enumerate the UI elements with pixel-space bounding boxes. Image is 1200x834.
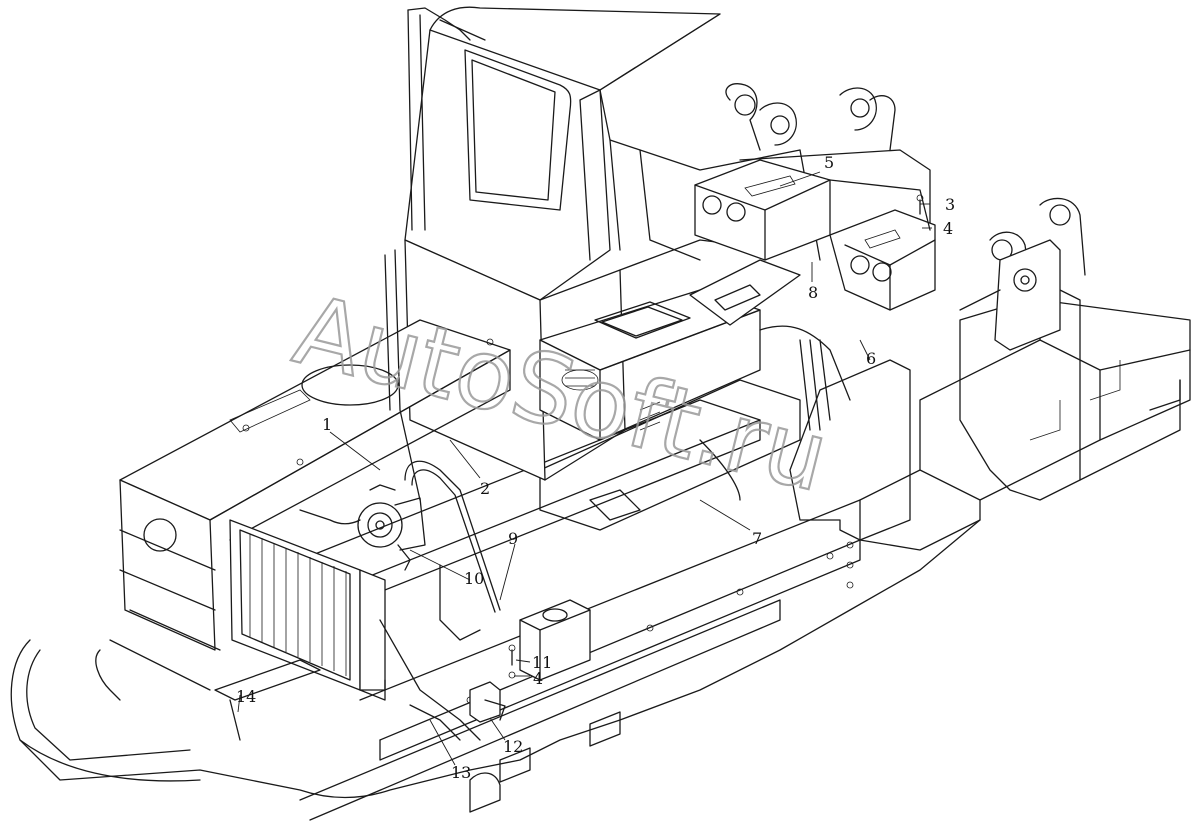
boom-mounts: [725, 83, 1086, 351]
callout-11: 11: [532, 653, 552, 672]
callout-2: 2: [480, 479, 490, 498]
piping: [299, 249, 851, 741]
callouts: 1 2 3 4 4 5 6 7 8 9 10 11 12 13 14: [236, 153, 955, 782]
hydraulic-units: [694, 159, 936, 311]
callout-7: 7: [752, 529, 762, 548]
callout-3: 3: [945, 195, 955, 214]
callout-4-lower: 4: [533, 669, 543, 688]
control-console: [539, 289, 761, 441]
lower-components: [214, 599, 591, 741]
compressor-unit: [357, 484, 426, 571]
engine-hood: [109, 319, 511, 691]
callout-13: 13: [451, 763, 471, 782]
callout-5: 5: [824, 153, 834, 172]
callout-8: 8: [808, 283, 818, 302]
callout-1: 1: [322, 415, 332, 434]
callout-14: 14: [236, 687, 256, 706]
callout-10: 10: [464, 569, 484, 588]
callout-6: 6: [866, 349, 876, 368]
callout-4-upper: 4: [943, 219, 953, 238]
radiator: [229, 519, 386, 701]
callout-9: 9: [508, 529, 518, 548]
callout-12: 12: [503, 737, 523, 756]
callout-leaders: [237, 171, 932, 766]
